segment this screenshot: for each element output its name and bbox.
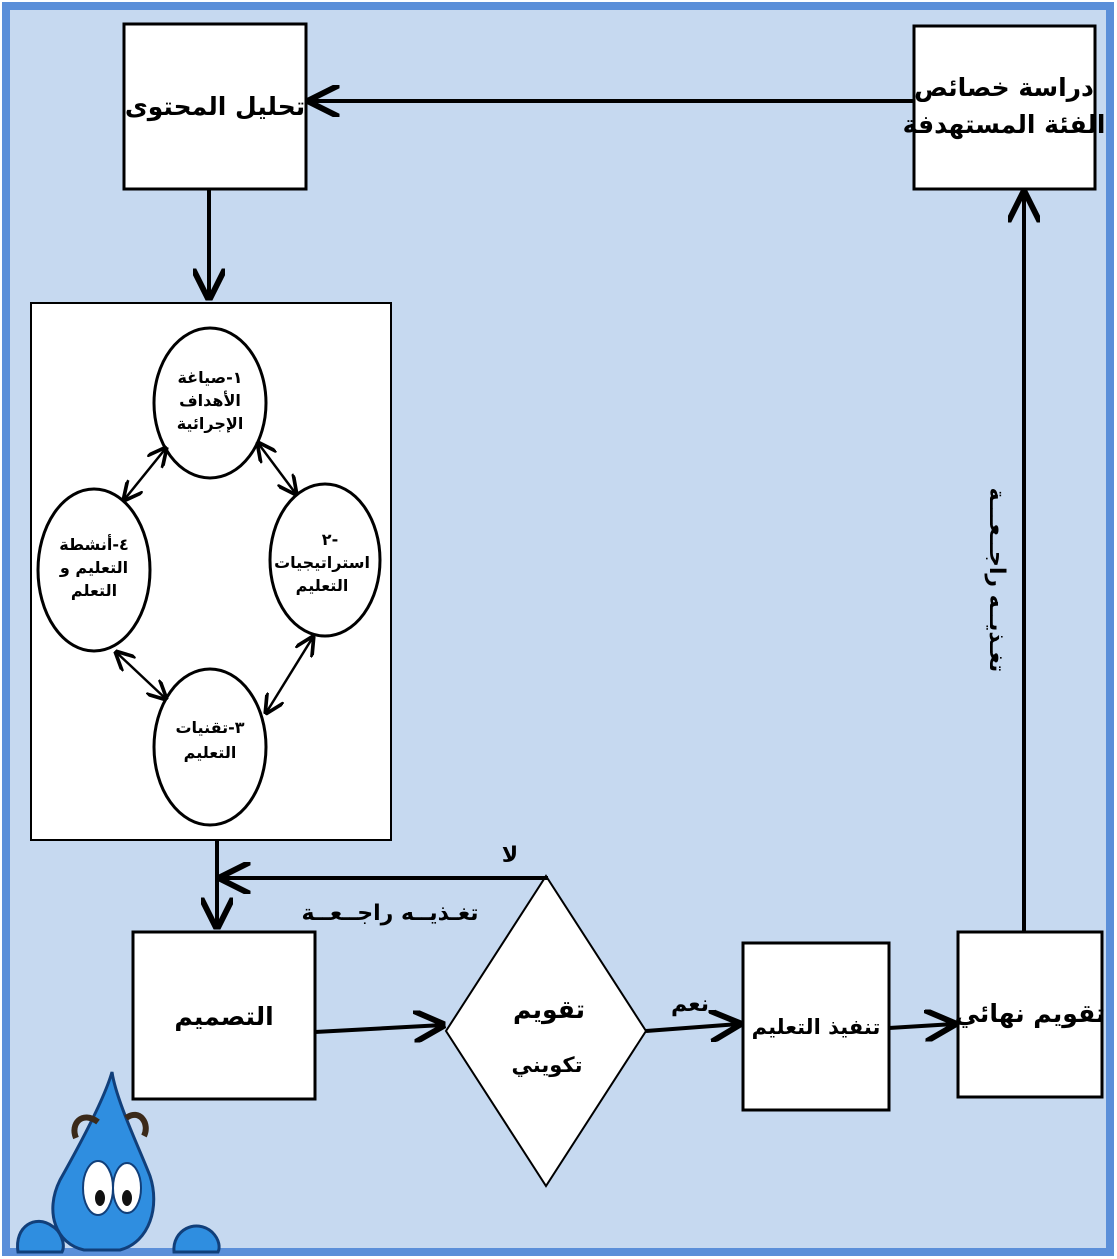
cycle-technologies-circle: ٣-تقنيات التعليم — [152, 667, 268, 827]
study-target-group-box: دراسة خصائص الفئة المستهدفة — [903, 24, 1106, 191]
objectives-line2: الأهداف — [179, 391, 241, 410]
label-no: لا — [502, 843, 518, 868]
formative-evaluation-diamond: تقويم تكويني — [444, 874, 648, 1188]
technologies-line1: ٣-تقنيات — [175, 718, 244, 737]
cycle-objectives-circle: ١-صياغة الأهداف الإجرائية — [152, 326, 268, 480]
technologies-line2: التعليم — [184, 743, 237, 762]
strategies-line2: استراتيجيات — [274, 553, 370, 572]
arrow-activities-objectives — [124, 448, 166, 500]
objectives-line3: الإجرائية — [177, 414, 244, 433]
label-feedback-design: تغـذيــه راجــعــة — [301, 901, 478, 926]
arrow-design-to-formative — [314, 1025, 443, 1032]
label-feedback-final: تغـذيــه راجــعـــة — [984, 488, 1009, 673]
activities-line3: التعلم — [71, 581, 117, 600]
implementation-label: تنفيذ التعليم — [752, 1015, 881, 1039]
study-box-line1: دراسة خصائص — [914, 73, 1094, 102]
strategies-line1: ٢- — [322, 530, 338, 549]
design-label: التصميم — [174, 1002, 273, 1031]
study-box-line2: الفئة المستهدفة — [903, 110, 1106, 140]
objectives-line1: ١-صياغة — [177, 368, 242, 387]
arrow-feedback-no — [221, 876, 548, 878]
arrow-strategies-technologies — [266, 637, 313, 713]
label-yes: نعم — [671, 992, 709, 1017]
final-evaluation-label: تقويم نهائي — [955, 999, 1106, 1029]
arrow-formative-to-implementation — [645, 1024, 739, 1031]
design-box: التصميم — [131, 930, 317, 1101]
mascot-character — [16, 1071, 221, 1254]
cycle-activities-circle: ٤-أنشطة التعليم و التعلم — [36, 487, 152, 653]
arrow-implementation-to-final — [888, 1024, 954, 1028]
final-evaluation-box: تقويم نهائي — [955, 930, 1106, 1099]
strategies-line3: التعليم — [296, 576, 349, 595]
implementation-box: تنفيذ التعليم — [741, 941, 891, 1112]
content-analysis-label: تحليل المحتوى — [125, 92, 305, 122]
formative-label-line2: تكويني — [512, 1053, 583, 1077]
arrow-technologies-activities — [116, 652, 166, 699]
activities-line1: ٤-أنشطة — [59, 534, 128, 554]
content-analysis-box: تحليل المحتوى — [122, 22, 308, 191]
activities-line2: التعليم و — [59, 558, 128, 577]
formative-label-line1: تقويم — [513, 995, 585, 1025]
cycle-strategies-circle: ٢- استراتيجيات التعليم — [268, 482, 382, 638]
arrow-objectives-strategies — [258, 443, 296, 494]
